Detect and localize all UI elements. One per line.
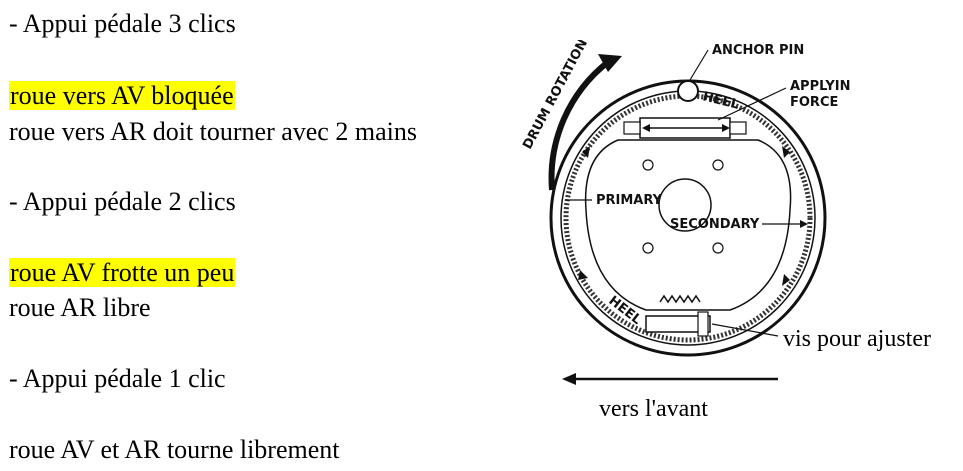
primary-shoe-label: PRIMARY bbox=[596, 193, 663, 208]
return-spring bbox=[659, 294, 701, 304]
anchor-pin-leader bbox=[689, 49, 709, 81]
bolt-hole bbox=[712, 242, 724, 254]
wheel-cylinder-piston-right bbox=[729, 121, 747, 135]
adjuster-leader bbox=[711, 323, 779, 337]
secondary-arrowhead bbox=[800, 220, 808, 228]
forward-direction-note: vers l'avant bbox=[599, 396, 708, 422]
wheel-cylinder-piston-left bbox=[623, 121, 641, 135]
heel-top-label: HEEL bbox=[701, 89, 740, 112]
forward-arrow bbox=[562, 373, 778, 385]
bolt-hole bbox=[642, 159, 654, 171]
step3-title: - Appui pédale 3 clics bbox=[9, 9, 236, 38]
anchor-pin-label: ANCHOR PIN bbox=[712, 43, 804, 58]
lining-arrow bbox=[782, 146, 790, 158]
lining-arrow bbox=[782, 274, 790, 286]
adjuster-screw-note: vis pour ajuster bbox=[783, 326, 931, 352]
applying-label: APPLYING bbox=[790, 79, 850, 94]
step1-title: - Appui pédale 1 clic bbox=[9, 364, 226, 393]
forward-arrowhead bbox=[562, 373, 576, 385]
step2-front-wheel: roue AV frotte un peu bbox=[9, 257, 236, 289]
adjuster-star-wheel bbox=[697, 311, 709, 337]
secondary-shoe-label: SECONDARY bbox=[670, 217, 760, 232]
applying-force-arrowhead-right bbox=[722, 124, 730, 132]
backing-plate bbox=[584, 139, 792, 311]
step3-front-wheel: roue vers AV bloquée bbox=[9, 80, 235, 112]
lining-arrow bbox=[582, 146, 590, 158]
applying-force-arrowhead-left bbox=[642, 124, 650, 132]
lining-arrow bbox=[578, 270, 588, 280]
brake-lining bbox=[563, 93, 813, 343]
step2-title: - Appui pédale 2 clics bbox=[9, 187, 236, 216]
force-label: FORCE bbox=[790, 95, 838, 110]
bolt-hole bbox=[642, 242, 654, 254]
applying-force-leader bbox=[717, 87, 787, 121]
drum-rotation-arrowhead bbox=[598, 54, 622, 72]
step3-rear-wheel: roue vers AR doit tourner avec 2 mains bbox=[9, 117, 417, 146]
bolt-hole bbox=[712, 159, 724, 171]
step3-front-highlight: roue vers AV bloquée bbox=[9, 81, 235, 110]
adjuster-screw bbox=[645, 315, 711, 333]
step1-both-wheels: roue AV et AR tourne librement bbox=[9, 435, 340, 464]
anchor-pin bbox=[677, 80, 699, 102]
step2-rear-wheel: roue AR libre bbox=[9, 293, 151, 322]
drum-brake-diagram: DRUM ROTATION ANCHOR PIN HEEL APPLYING F… bbox=[520, 40, 850, 357]
step2-front-highlight: roue AV frotte un peu bbox=[9, 258, 236, 287]
drum-rotation-arrow bbox=[548, 59, 610, 191]
hub-hole bbox=[658, 178, 712, 232]
